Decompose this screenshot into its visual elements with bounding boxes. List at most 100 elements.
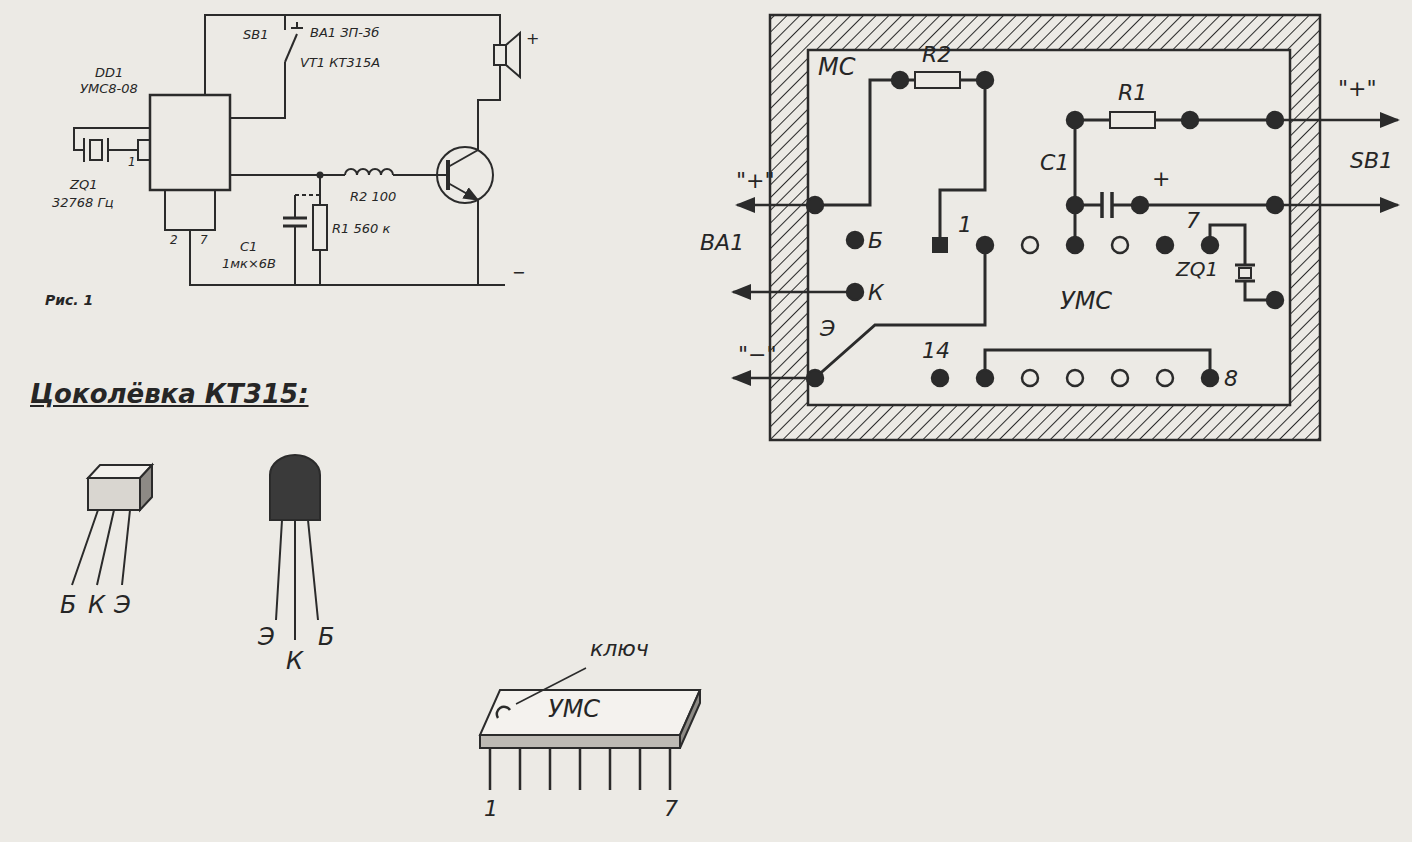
label-text: УМС: [548, 696, 600, 724]
pcb-pad: [1202, 237, 1218, 253]
label-text: 2: [170, 234, 178, 248]
pcb-layout: [733, 15, 1398, 440]
label-text: 1: [128, 156, 136, 170]
button-symbol: [285, 34, 297, 62]
schematic-wire: [448, 65, 500, 167]
pcb-trace: [915, 72, 960, 88]
transistor-symbol: [446, 160, 450, 190]
pcb-trace: [815, 72, 1267, 378]
schematic-wire: [74, 128, 150, 150]
heading-label: Цоколёвка КТ315:: [30, 380, 309, 410]
schematic-wire: [477, 200, 479, 285]
schematic-wire: [108, 149, 138, 151]
label-text: +: [1152, 166, 1170, 191]
label-text: Э: [820, 316, 835, 341]
label-text: "+": [1338, 76, 1377, 101]
schematic-wire: [393, 174, 448, 176]
pcb-pad: [977, 370, 993, 386]
label-text: ZQ1: [1176, 258, 1218, 281]
label-text: Э: [114, 592, 131, 620]
label-text: C1: [1040, 150, 1069, 175]
schematic-wire: [295, 194, 320, 196]
pcb-trace: [1235, 265, 1255, 281]
pcb-terminal-arrow: [1283, 204, 1398, 207]
ic-package: [480, 668, 700, 790]
label-text: 1: [484, 796, 498, 821]
label-text: SB1: [1350, 148, 1393, 173]
label-text: R1: [1118, 80, 1147, 105]
pcb-pad: [847, 232, 863, 248]
crystal-symbol: [107, 138, 109, 162]
schematic-wire: [319, 175, 321, 205]
transistor-symbol: [448, 183, 478, 200]
label-text: Б: [60, 592, 76, 620]
pcb-pad: [977, 72, 993, 88]
pcb-terminal-arrow: [737, 204, 807, 207]
pcb-trace: [900, 79, 985, 82]
ic-package: [497, 707, 510, 718]
label-text: 32768 Гц: [52, 196, 114, 211]
figure-caption: Рис. 1: [45, 292, 93, 308]
label-text: "−": [738, 342, 777, 367]
schematic-wire: [294, 195, 296, 218]
pcb-pad: [1067, 112, 1083, 128]
label-text: 7: [1186, 208, 1200, 233]
label-text: VT1 КТ315А: [300, 56, 380, 71]
pcb-trace: [1102, 192, 1112, 218]
transistor-drawing: [140, 465, 152, 510]
pcb-pad: [1182, 112, 1198, 128]
speaker-symbol: [494, 45, 506, 65]
transistor-symbol: [437, 147, 493, 203]
pcb-trace: [1245, 281, 1267, 300]
pcb-pad: [1067, 197, 1083, 213]
pcb-pad: [807, 197, 823, 213]
ic-package: [480, 690, 700, 735]
ic-package: [490, 748, 670, 790]
pcb-pad: [1067, 237, 1083, 253]
resistor-symbol: [313, 205, 327, 250]
label-text: R1 560 к: [332, 222, 390, 237]
label-text: BA1 ЗП-3б: [310, 26, 379, 41]
ic-pin-box: [165, 190, 215, 230]
pcb-pad: [977, 237, 993, 253]
transistor-drawing: [72, 455, 320, 640]
pcb-trace: [940, 80, 985, 237]
pcb-pad: [1112, 237, 1128, 253]
crystal-symbol: [90, 140, 102, 160]
pcb-pad: [1022, 370, 1038, 386]
label-text: МС: [818, 54, 855, 82]
label-text: +: [526, 30, 539, 48]
pcb-pad: [1202, 370, 1218, 386]
label-text: УМС: [1060, 288, 1112, 316]
label-text: BA1: [700, 230, 744, 255]
transistor-drawing: [88, 478, 140, 510]
pcb-pad: [807, 370, 823, 386]
ic-pin-box: [138, 140, 150, 160]
label-text: УМС8-08: [80, 82, 138, 97]
label-text: "+": [736, 168, 775, 193]
schematic-wire: [284, 15, 286, 30]
ic-symbol: [150, 95, 230, 190]
pcb-terminal-arrow: [733, 120, 1398, 378]
pcb-terminal-arrow: [1283, 119, 1398, 122]
transistor-drawing: [276, 520, 318, 640]
label-text: 8: [1224, 366, 1238, 391]
pcb-trace: [1074, 120, 1077, 245]
label-text: К: [286, 648, 303, 676]
pcb-pad: [932, 370, 948, 386]
pcb-pad: [892, 72, 908, 88]
schematic-wire: [319, 250, 321, 285]
label-text: ZQ1: [70, 178, 97, 193]
schematic-wire: [205, 15, 500, 95]
schematic-wire: [74, 15, 520, 285]
speaker-symbol: [506, 33, 520, 77]
label-text: DD1: [95, 66, 123, 81]
pcb-layout: [770, 15, 1320, 440]
transistor-drawing: [72, 510, 130, 585]
pcb-pad: [1157, 370, 1173, 386]
pcb-trace: [1075, 119, 1267, 122]
capacitor-symbol: [283, 218, 307, 226]
label-text: К: [868, 280, 884, 305]
pcb-pad: [808, 50, 1290, 405]
